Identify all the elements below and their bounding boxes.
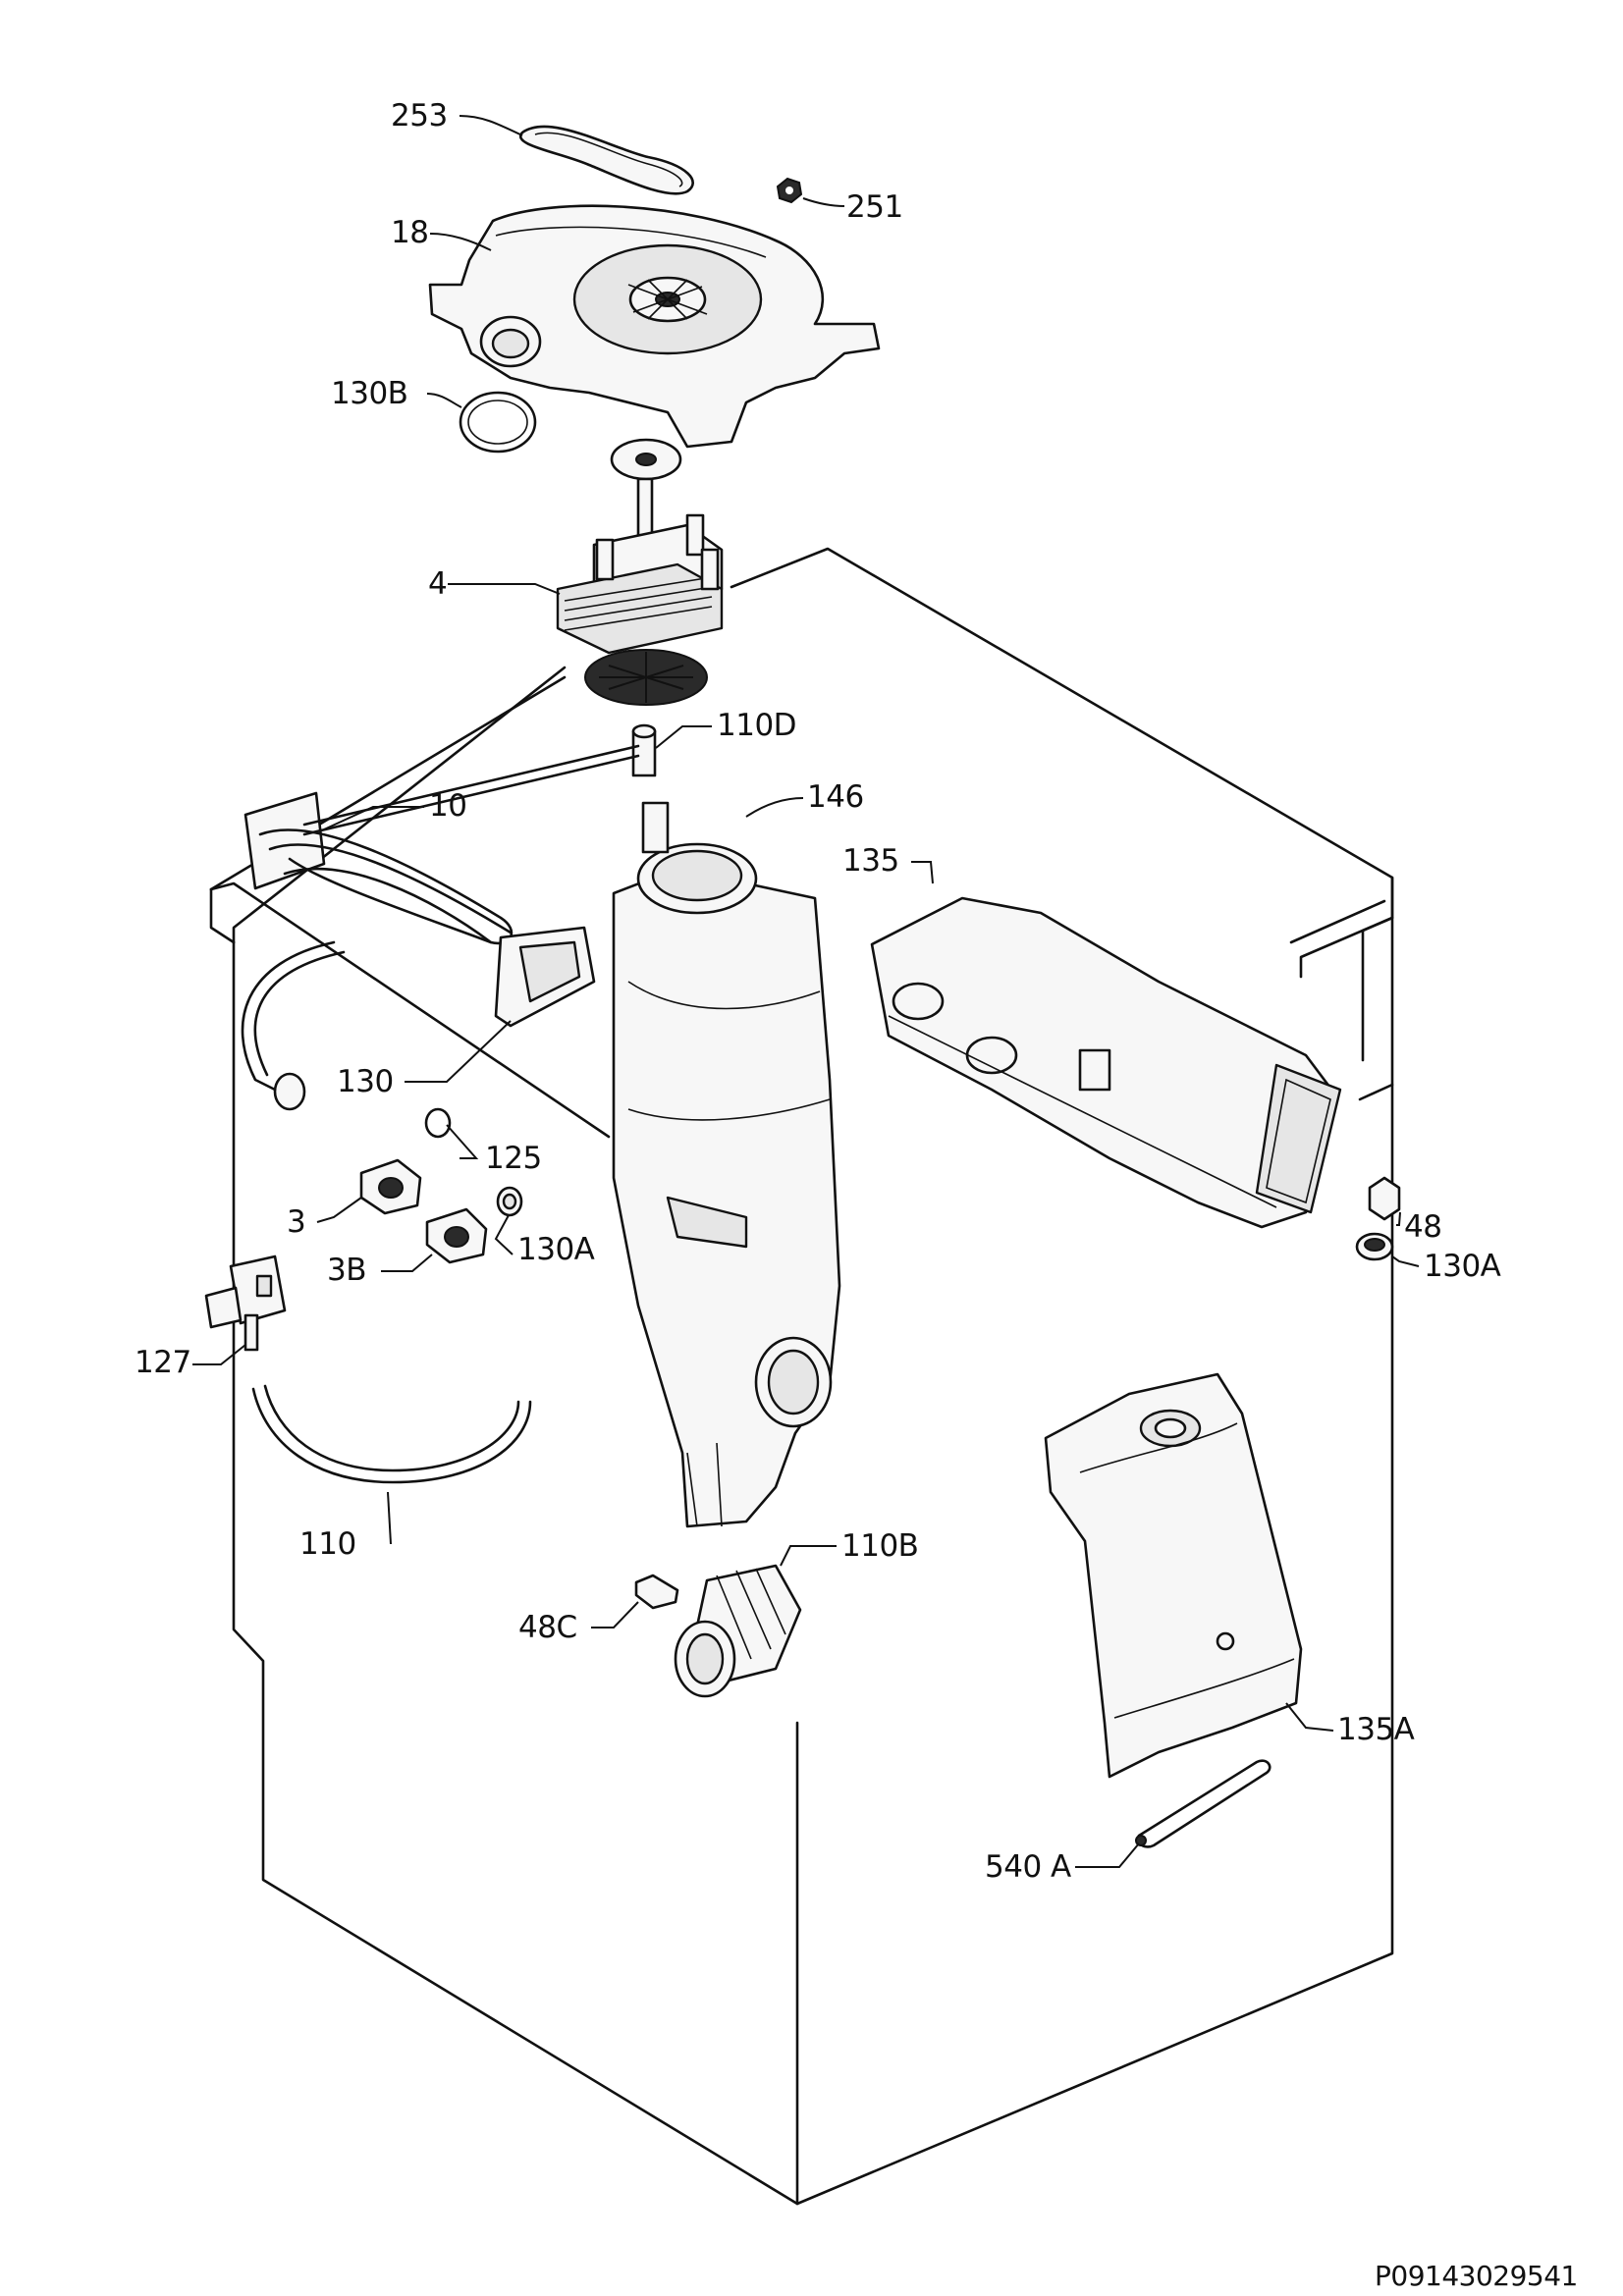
pump-housing [428,204,881,449]
label-130b: 130B [331,376,408,411]
label-130a-left: 130A [517,1232,595,1267]
nut [776,177,803,204]
label-125: 125 [485,1141,542,1176]
o-ring-130b [459,391,537,454]
label-130: 130 [337,1064,394,1099]
label-48c: 48C [518,1610,577,1645]
label-110: 110 [299,1526,356,1562]
air-duct-135a [1044,1372,1303,1779]
label-253: 253 [391,98,448,133]
label-146: 146 [807,779,864,815]
screw-48c [634,1574,679,1610]
label-110b: 110B [841,1528,919,1564]
label-3: 3 [287,1204,306,1240]
pressure-switch-3b [425,1207,488,1264]
label-251: 251 [846,189,903,225]
drive-belt [518,125,694,195]
label-110d: 110D [717,708,797,743]
valve-127 [204,1255,287,1352]
drawing-reference-code: P09143029541 [1375,2260,1578,2292]
label-18: 18 [391,215,429,250]
hose-connector-110d [631,723,657,777]
label-135: 135 [842,843,899,879]
label-10: 10 [429,788,467,824]
pump-motor [556,438,724,706]
gasket-540a [1135,1759,1271,1848]
screw-48 [1368,1176,1401,1221]
label-135a: 135A [1337,1712,1415,1747]
leader-lines [192,115,1420,1868]
label-48: 48 [1404,1209,1442,1245]
hose-110 [251,1384,532,1484]
seal-130a-left [496,1186,523,1217]
label-4: 4 [428,566,448,602]
label-127: 127 [135,1345,191,1380]
air-duct-135 [870,896,1342,1229]
pressure-switch-3 [359,1158,422,1215]
heating-element [241,744,640,1111]
o-ring-125 [424,1107,452,1139]
label-3b: 3B [327,1253,367,1288]
label-130a-right: 130A [1424,1249,1501,1284]
bellows-hose-110b [674,1564,802,1698]
label-540a: 540 A [985,1849,1071,1885]
air-trap-146 [612,801,841,1528]
seal-130a-right [1355,1232,1394,1261]
